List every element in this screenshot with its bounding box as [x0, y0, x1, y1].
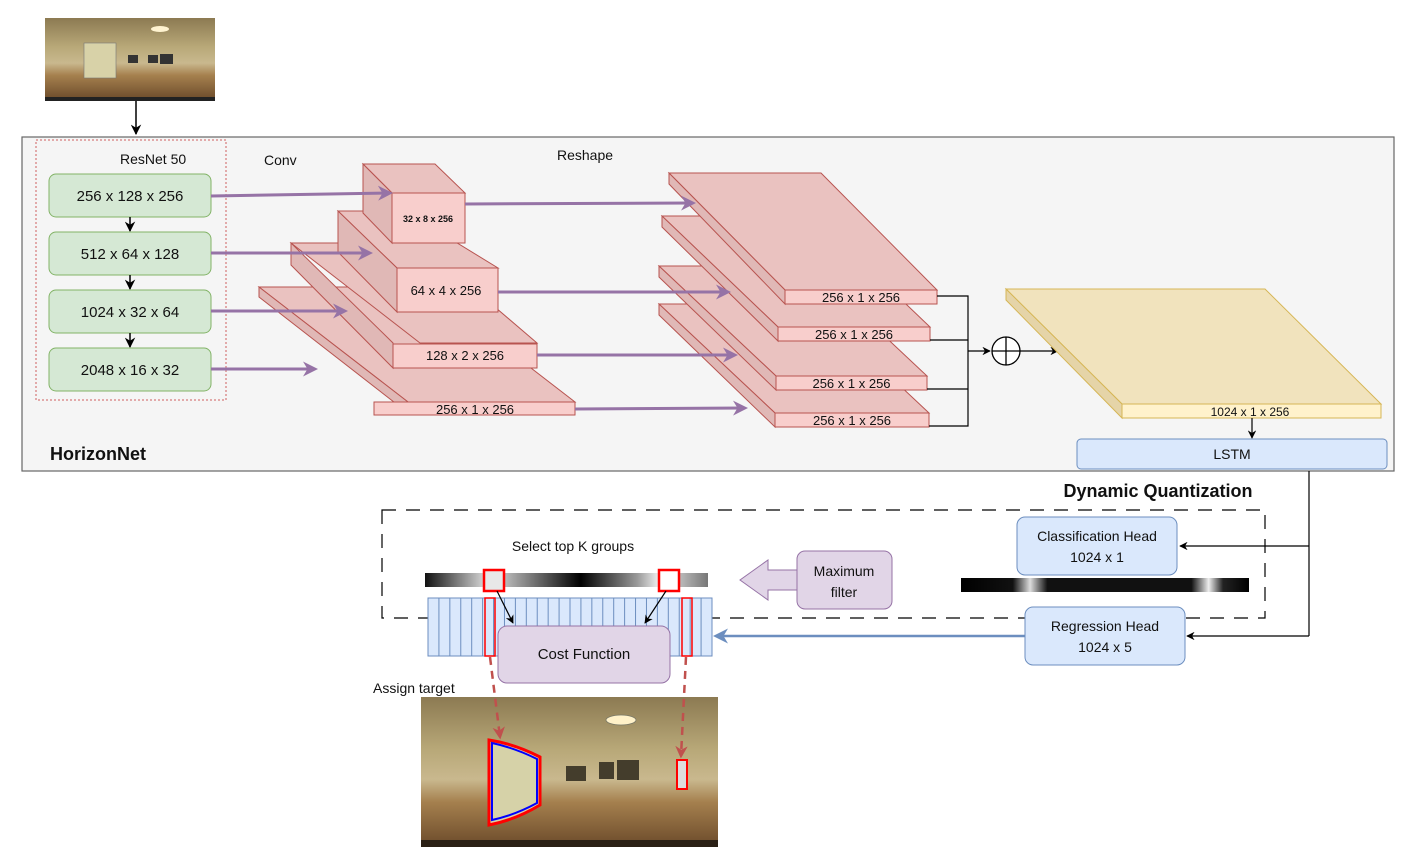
resnet-block-4-label: 2048 x 16 x 32: [81, 362, 179, 379]
reshape-slab-4-label: 256 x 1 x 256: [813, 413, 891, 428]
regression-head-title: Regression Head: [1051, 618, 1159, 634]
classification-score-bar: [961, 578, 1249, 592]
top-k-marker-2: [657, 568, 681, 593]
classification-head-title: Classification Head: [1037, 528, 1157, 544]
reshape-slab-1-label: 256 x 1 x 256: [822, 290, 900, 305]
conv-block-2-label: 64 x 4 x 256: [411, 283, 482, 298]
target-box-2: [676, 759, 688, 790]
resnet-label: ResNet 50: [120, 151, 186, 167]
classification-head: [1016, 516, 1178, 576]
resnet-group: [35, 139, 227, 401]
classification-head-dim: 1024 x 1: [1070, 549, 1124, 565]
assign-arrow-2: [675, 656, 688, 759]
resnet-to-conv-arrows: [210, 185, 393, 377]
marker-1-arrow: [496, 590, 514, 624]
maximum-filter-block: [796, 550, 893, 610]
regression-head-dim: 1024 x 5: [1078, 639, 1132, 655]
resnet-block-1-label: 256 x 128 x 256: [77, 188, 184, 205]
maximum-filter-label-1: Maximum: [814, 563, 875, 579]
dynamic-quantization-title: Dynamic Quantization: [1063, 481, 1252, 501]
conv-block-1-label: 32 x 8 x 256: [403, 214, 453, 224]
resnet-block-2-label: 512 x 64 x 128: [81, 246, 179, 263]
merge-lines: [927, 295, 991, 427]
output-panorama: [421, 697, 718, 847]
conv-block-1: [391, 192, 466, 244]
cost-function-block: [497, 625, 671, 684]
reshape-slab-2-label: 256 x 1 x 256: [815, 327, 893, 342]
horizonnet-title: HorizonNet: [50, 444, 146, 464]
conv-label: Conv: [264, 152, 297, 168]
select-top-k-label: Select top K groups: [512, 538, 634, 554]
concat-slab: [1004, 287, 1383, 420]
assign-target-label: Assign target: [373, 680, 455, 696]
conv-to-reshape-arrows: [464, 195, 748, 416]
conv-block-2: [396, 267, 499, 313]
top-k-marker-1: [482, 568, 506, 593]
selected-group-1: [484, 597, 496, 657]
reshape-slab-4: [774, 412, 930, 428]
selected-group-2: [681, 597, 693, 657]
maximum-filter-arrow-icon: [739, 559, 799, 601]
reshape-label: Reshape: [557, 147, 613, 163]
reshape-slab-3: [775, 375, 928, 391]
lstm-output-lines: [1179, 471, 1310, 641]
reshape-slab-2: [777, 326, 931, 342]
maximum-filter-label-2: filter: [831, 584, 858, 600]
regression-head: [1024, 606, 1186, 666]
cost-function-label: Cost Function: [538, 646, 631, 663]
concat-plus-icon: [991, 336, 1021, 366]
marker-2-arrow: [644, 590, 667, 624]
dq-dashed-group: [381, 509, 1266, 619]
conv-block-4-label: 256 x 1 x 256: [436, 402, 514, 417]
lstm-block: [1076, 438, 1388, 470]
input-panorama: [45, 18, 215, 101]
conv-block-3: [392, 343, 538, 369]
lstm-label: LSTM: [1213, 446, 1250, 462]
concat-label: 1024 x 1 x 256: [1211, 405, 1290, 419]
reshape-slab-3-label: 256 x 1 x 256: [812, 376, 890, 391]
conv-block-3-label: 128 x 2 x 256: [426, 348, 504, 363]
resnet-block-3-label: 1024 x 32 x 64: [81, 304, 179, 321]
reshape-slab-1: [784, 289, 938, 305]
